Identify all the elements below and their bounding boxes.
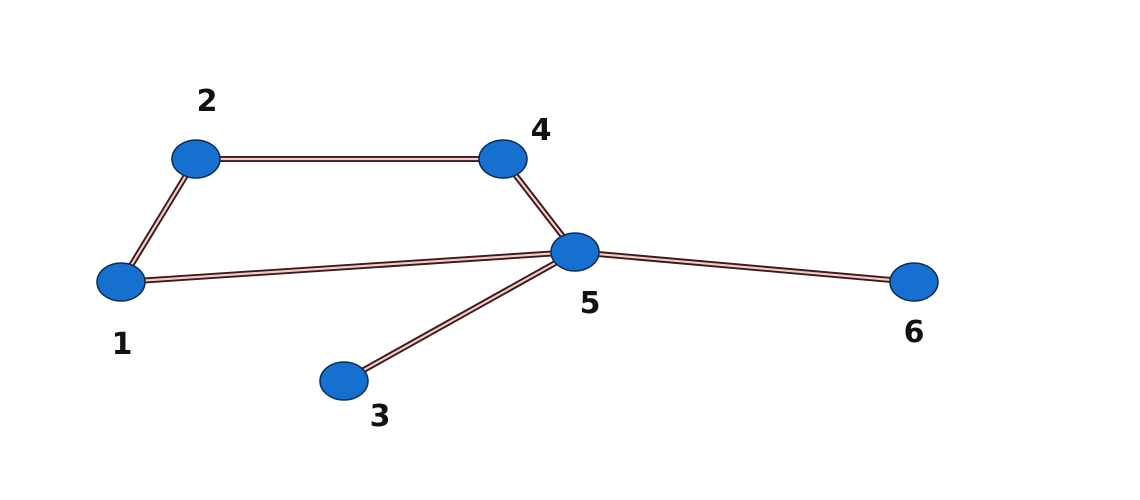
node-6 xyxy=(889,262,939,302)
edge-1-2 xyxy=(118,156,199,285)
edges-layer xyxy=(118,156,917,384)
node-label-6: 6 xyxy=(904,315,925,350)
node-1 xyxy=(96,262,146,302)
nodes-layer xyxy=(96,139,939,401)
edge-line-inner xyxy=(119,157,198,284)
edge-5-3 xyxy=(341,249,578,384)
node-label-4: 4 xyxy=(531,113,552,148)
edge-line-inner xyxy=(119,250,577,284)
edge-line-inner xyxy=(573,250,916,284)
node-label-3: 3 xyxy=(370,399,391,434)
node-label-5: 5 xyxy=(580,286,601,321)
edge-5-6 xyxy=(572,249,917,285)
node-5 xyxy=(550,232,600,272)
edge-1-5 xyxy=(118,249,578,285)
node-2 xyxy=(171,139,221,179)
node-4 xyxy=(478,139,528,179)
edge-line-inner xyxy=(342,250,577,383)
labels-layer: 1 2 3 4 5 6 xyxy=(112,84,925,434)
node-3 xyxy=(319,361,369,401)
node-label-1: 1 xyxy=(112,327,133,362)
node-label-2: 2 xyxy=(197,84,218,119)
